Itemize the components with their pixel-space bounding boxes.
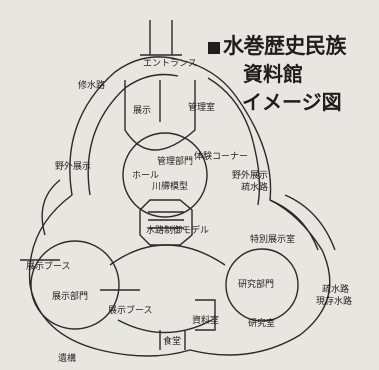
square-bullet-icon: [208, 42, 220, 54]
label-shokudo: 食堂: [163, 337, 182, 347]
label-tenji-bumon: 展示部門: [52, 292, 89, 302]
label-sosui-bottom-right: 疏水路: [322, 285, 350, 295]
title-line-2: 資料館: [243, 62, 303, 86]
label-yagai-right: 野外展示: [232, 171, 269, 181]
label-shiryo-shitsu: 資料室: [192, 316, 220, 326]
title-line-3: イメージ図: [242, 90, 342, 114]
label-taiken-corner: 体験コーナー: [194, 152, 249, 162]
title-line-1-text: 水巻歴史民族: [223, 34, 347, 58]
label-kanri-bumon: 管理部門: [157, 157, 194, 167]
label-kenkyu-shitsu: 研究室: [248, 319, 276, 329]
title-line-1: 水巻歴史民族: [208, 30, 347, 60]
label-sosui-right: 疏水路: [241, 183, 269, 193]
label-suiro-tenji: 水路制御モデル: [146, 226, 210, 236]
label-tenji-booth-left: 展示ブース: [26, 262, 71, 272]
label-tenji-room-top: 展示: [133, 106, 152, 116]
label-hall: ホール: [132, 171, 160, 181]
label-kanri-room: 管理室: [188, 103, 216, 113]
label-genzon-suiro: 現存水路: [316, 297, 353, 307]
label-kawahiko-model: 川艜模型: [152, 182, 189, 192]
label-kenkyu-bumon: 研究部門: [238, 280, 275, 290]
label-tenji-booth-bottom: 展示ブース: [108, 306, 153, 316]
label-shinbozu: 修水路: [78, 81, 106, 91]
building-outline: [20, 20, 336, 357]
label-entrance: エントランス: [143, 59, 197, 69]
label-entrance-bottom: 遺構: [58, 354, 77, 364]
label-tokubetsu-tenji: 特別展示室: [250, 235, 296, 245]
label-yagai-left: 野外展示: [55, 162, 92, 172]
